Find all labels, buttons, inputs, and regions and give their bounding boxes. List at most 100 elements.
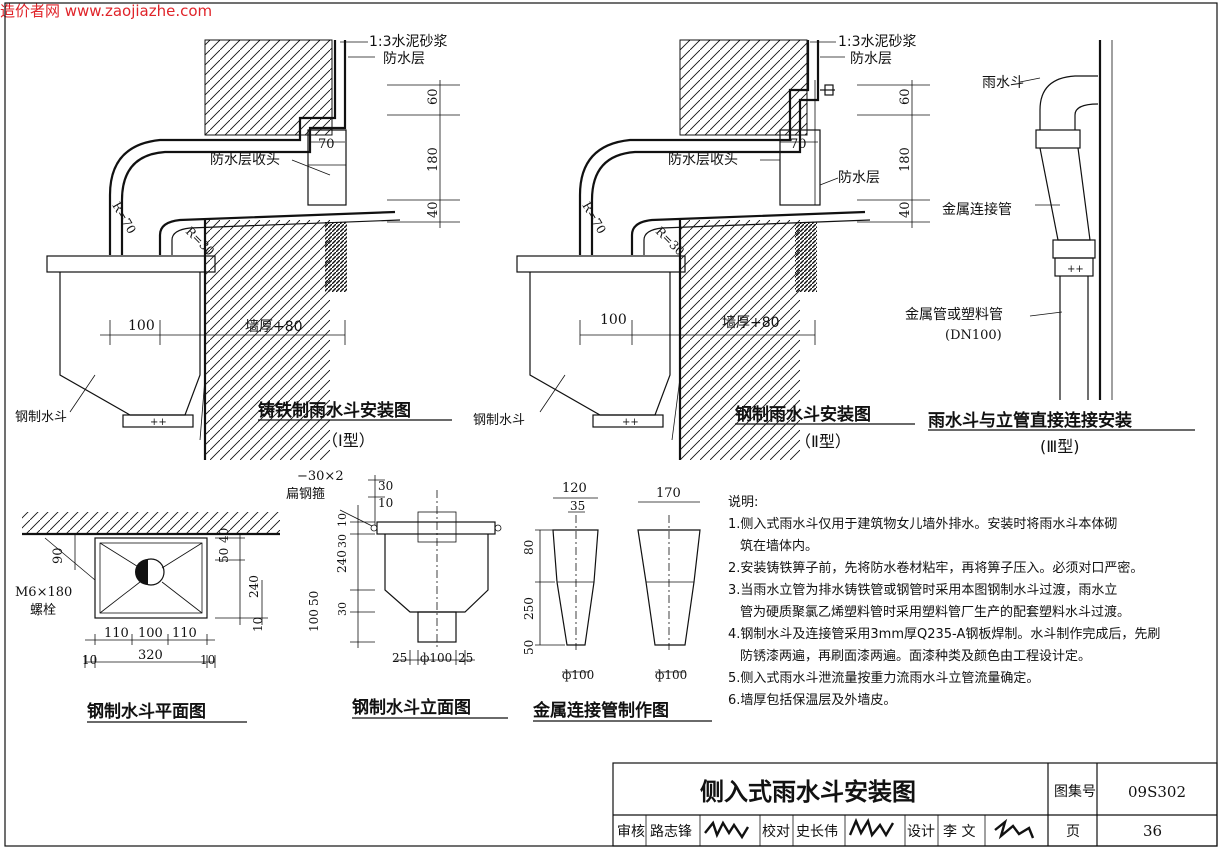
fig1-dim-180: 180 [426, 147, 441, 172]
note-item: 6.墙厚包括保温层及外墙皮。 [728, 693, 897, 708]
sheet-title: 侧入式雨水斗安装图 [700, 778, 916, 806]
fig2-wall-plus: 墙厚+80 [722, 315, 780, 331]
note-item: 管为硬质聚氯乙烯塑料管时采用塑料管厂生产的配套塑料水斗过渡。 [740, 605, 1131, 620]
notes-heading: 说明: [728, 495, 759, 510]
elev-dim-phi: ф100 [420, 651, 452, 665]
elev-dim-30c: 30 [336, 602, 349, 616]
plan-dim-320: 320 [138, 648, 163, 663]
svg-text:++: ++ [622, 417, 639, 428]
reviewer-name: 路志锋 [650, 824, 692, 840]
plan-dim-10a: 10 [82, 653, 97, 667]
reviewer-signature [704, 820, 750, 840]
elev-dim-25b: 25 [458, 651, 473, 665]
conn-phi-b: ф100 [655, 668, 687, 682]
note-item: 2.安装铸铁箅子前，先将防水卷材粘牢，再将箅子压入。必须对口严密。 [728, 561, 1144, 576]
elev-dim-240: 240 [335, 550, 349, 573]
plan-dim-50: 50 [217, 548, 231, 563]
fig1-wall-plus: 墙厚+80 [245, 319, 303, 335]
atlas-label: 图集号 [1054, 783, 1096, 800]
note-item: 4.钢制水斗及连接管采用3mm厚Q235-A钢板焊制。水斗制作完成后，先刷 [728, 627, 1161, 642]
fig3-hopper-label: 雨水斗 [982, 75, 1024, 91]
plan-dim-110b: 110 [172, 626, 197, 641]
fig2-type: （Ⅱ型） [795, 432, 851, 451]
note-item: 3.当雨水立管为排水铸铁管或钢管时采用本图钢制水斗过渡，雨水立 [728, 583, 1118, 598]
fig2-dim-60: 60 [898, 88, 913, 105]
fig3-pipe-label: 金属管或塑料管 [905, 307, 1003, 323]
fig1-title: 铸铁制雨水斗安装图 [258, 400, 411, 421]
fig1-dim-100: 100 [128, 318, 155, 334]
conn-title: 金属连接管制作图 [532, 700, 669, 721]
plan-dim-90: 90 [51, 547, 66, 564]
fig2-dim-180: 180 [898, 147, 913, 172]
fig2-hopper-label: 钢制水斗 [473, 413, 525, 428]
plan-dim-40: 40 [217, 528, 231, 543]
plan-bolt: M6×180 [15, 585, 72, 600]
review-label: 审核 [617, 824, 645, 840]
fig1-mortar-label: 1:3水泥砂浆 [369, 34, 448, 50]
plan-dim-110a: 110 [104, 626, 129, 641]
svg-text:++: ++ [1067, 264, 1084, 275]
fig3-type: (Ⅲ型) [1040, 437, 1080, 456]
fig1-hopper-label: 钢制水斗 [15, 410, 67, 425]
plan-bolt-label: 螺栓 [30, 603, 56, 618]
plan-dim-10: 10 [251, 617, 265, 632]
fig2-radius-70: R=70 [579, 200, 608, 237]
plan-dim-10b: 10 [200, 653, 215, 667]
designer-signature [994, 818, 1035, 840]
figure-type-3: ++ [1019, 40, 1113, 400]
elev-dim-50: 50 [307, 591, 321, 606]
conn-dim-170: 170 [656, 486, 681, 501]
fig2-waterproof-end-label: 防水层收头 [668, 152, 738, 168]
fig1-radius-70: R=70 [109, 200, 138, 237]
fig1-dim-40: 40 [426, 201, 441, 218]
elev-dim-30b: 30 [336, 534, 349, 548]
conn-dim-80: 80 [522, 540, 536, 555]
elev-flat-bar: −30×2 [297, 469, 344, 484]
plan-dim-100: 100 [138, 626, 163, 641]
elevation-view [339, 475, 502, 665]
plan-dim-240: 240 [247, 575, 261, 598]
sheet-frame [4, 2, 1218, 847]
fig2-title: 钢制雨水斗安装图 [735, 404, 871, 425]
fig1-waterproof-end-label: 防水层收头 [210, 152, 280, 168]
designer-name: 李 文 [943, 824, 975, 840]
connector-drawing [535, 497, 701, 673]
conn-dim-50: 50 [522, 640, 536, 655]
conn-dim-35: 35 [570, 499, 585, 513]
fig2-dim-70: 70 [790, 137, 807, 152]
elev-dim-100: 100 [307, 609, 321, 632]
elev-dim-25a: 25 [392, 651, 407, 665]
notes-block: 说明: 1.侧入式雨水斗仅用于建筑物女儿墙外排水。安装时将雨水斗本体砌 筑在墙体… [728, 492, 1208, 712]
page-label: 页 [1066, 824, 1080, 840]
fig2-waterproof2-label: 防水层 [838, 170, 880, 186]
fig2-dim-100: 100 [600, 312, 627, 328]
elev-dim-10: 10 [378, 496, 393, 510]
fig1-dim-70: 70 [318, 137, 335, 152]
plan-title: 钢制水斗平面图 [87, 701, 206, 722]
note-item: 防锈漆两遍，再刷面漆两遍。面漆种类及颜色由工程设计定。 [740, 649, 1092, 664]
fig2-dim-40: 40 [898, 201, 913, 218]
watermark: 造价者网 www.zaojiazhe.com [0, 2, 213, 20]
note-item: 1.侧入式雨水斗仅用于建筑物女儿墙外排水。安装时将雨水斗本体砌 [728, 517, 1118, 532]
plan-view [22, 512, 280, 668]
figure-type-1: ++ [46, 39, 460, 460]
fig1-type: （Ⅰ型） [322, 431, 375, 450]
wall-section [325, 222, 347, 292]
page-number: 36 [1143, 822, 1162, 840]
elev-dim-10b: 10 [336, 513, 349, 527]
elev-dim-30a: 30 [378, 479, 393, 493]
fig3-pipe-dn: (DN100) [945, 328, 1002, 343]
elev-flat-bar-label: 扁钢箍 [286, 486, 325, 502]
figure-type-2: ++ [516, 39, 930, 460]
fig1-dim-60: 60 [426, 88, 441, 105]
note-item: 筑在墙体内。 [740, 539, 819, 554]
fig3-connector-label: 金属连接管 [942, 201, 1012, 218]
fig2-mortar-label: 1:3水泥砂浆 [838, 34, 917, 50]
conn-dim-120: 120 [562, 481, 587, 496]
check-label: 校对 [762, 823, 790, 840]
wall-hatch [205, 220, 330, 460]
fig3-title: 雨水斗与立管直接连接安装 [928, 410, 1132, 431]
svg-text:++: ++ [150, 417, 167, 428]
conn-phi-a: ф100 [562, 668, 594, 682]
